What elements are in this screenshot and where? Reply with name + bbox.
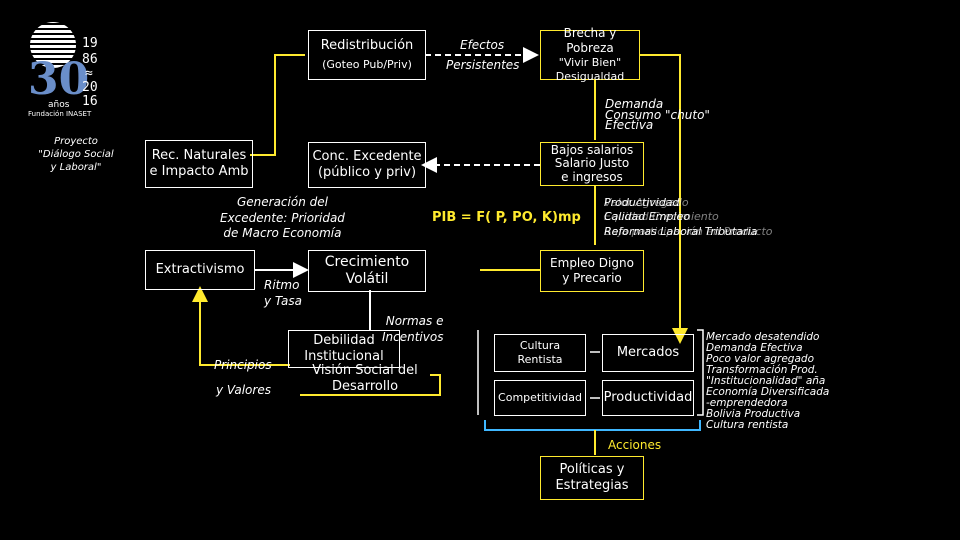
efectiva-label: Efectiva xyxy=(605,118,654,132)
link-bracket-right xyxy=(697,329,704,416)
debilidad-box: Debilidad Institucional xyxy=(288,330,400,368)
link-left-loop xyxy=(192,286,290,366)
rec-naturales-box: Rec. Naturales e Impacto Amb xyxy=(145,140,253,188)
efectos-label: Efectos xyxy=(460,38,505,52)
link-vision-loop xyxy=(300,374,441,396)
logo-big-number: 30 xyxy=(28,54,90,105)
competitividad-box: Competitividad xyxy=(494,380,586,416)
goteo-label: (Goteo Pub/Priv) xyxy=(322,58,412,72)
logo-year-4: 16 xyxy=(82,94,98,109)
conc-excedente-box: Conc. Excedente (público y priv) xyxy=(308,142,426,188)
vision-box: Visión Social del Desarrollo xyxy=(312,362,418,394)
right-column-notes: Mercado desatendido Demanda Efectiva Poc… xyxy=(706,331,830,432)
productividad-box: Productividad xyxy=(602,380,694,416)
persistentes-label: Persistentes xyxy=(446,58,520,72)
ritmo-label: Ritmo y Tasa xyxy=(264,278,302,308)
mercados-box: Mercados xyxy=(602,334,694,372)
bajos-salarios-box: Bajos salarios Salario Justo e ingresos xyxy=(540,142,644,186)
logo-foundation: Fundación INASET xyxy=(28,110,92,118)
consumo-label: Consumo "chuto" xyxy=(605,108,710,122)
pib-right-2: Valor Agregado Equidad Crecimiento Baja … xyxy=(604,196,773,238)
pobreza-box: Brecha y Pobreza "Vivir Bien" Desigualda… xyxy=(540,26,640,83)
logo-year-1: 19 xyxy=(82,36,98,51)
valores-label: y Valores xyxy=(216,383,271,397)
cultura-box: Cultura Rentista xyxy=(494,334,586,372)
principios-label: Principios xyxy=(214,358,272,372)
pib-right-1: Productividad Calidad Empleo Reformas La… xyxy=(604,196,758,238)
crecimiento-box: Crecimiento Volátil xyxy=(308,250,426,292)
demanda-label: Demanda xyxy=(605,97,664,111)
proyecto-label: Proyecto "Diálogo Social y Laboral" xyxy=(38,136,114,173)
politicas-box: Políticas y Estrategias xyxy=(540,456,644,500)
logo-years-word: años xyxy=(48,100,70,110)
redistribucion-box: Redistribución (Goteo Pub/Priv) xyxy=(308,30,426,80)
logo-year-sep: ≈ xyxy=(85,66,93,81)
acciones-bracket xyxy=(484,420,701,431)
pib-formula: PIB = F( P, PO, K)mp xyxy=(432,210,581,225)
link-redistribucion-loop xyxy=(250,54,305,156)
acciones-label: Acciones xyxy=(608,438,662,452)
logo-circle xyxy=(30,22,76,68)
link-right-vertical xyxy=(640,54,688,344)
extractivismo-box: Extractivismo xyxy=(145,250,255,290)
redistribucion-label: Redistribución xyxy=(320,38,414,53)
logo-year-3: 20 xyxy=(82,80,98,95)
normas-label: Normas e Incentivos xyxy=(382,314,444,344)
logo-year-2: 86 xyxy=(82,52,98,67)
logo: 30 años Fundación INASET xyxy=(28,22,116,120)
generacion-label: Generación del Excedente: Prioridad de M… xyxy=(220,195,345,241)
empleo-box: Empleo Digno y Precario xyxy=(540,250,644,292)
pobreza-label: Brecha y Pobreza xyxy=(563,26,617,56)
desigualdad-label: "Vivir Bien" Desigualdad xyxy=(555,56,625,83)
